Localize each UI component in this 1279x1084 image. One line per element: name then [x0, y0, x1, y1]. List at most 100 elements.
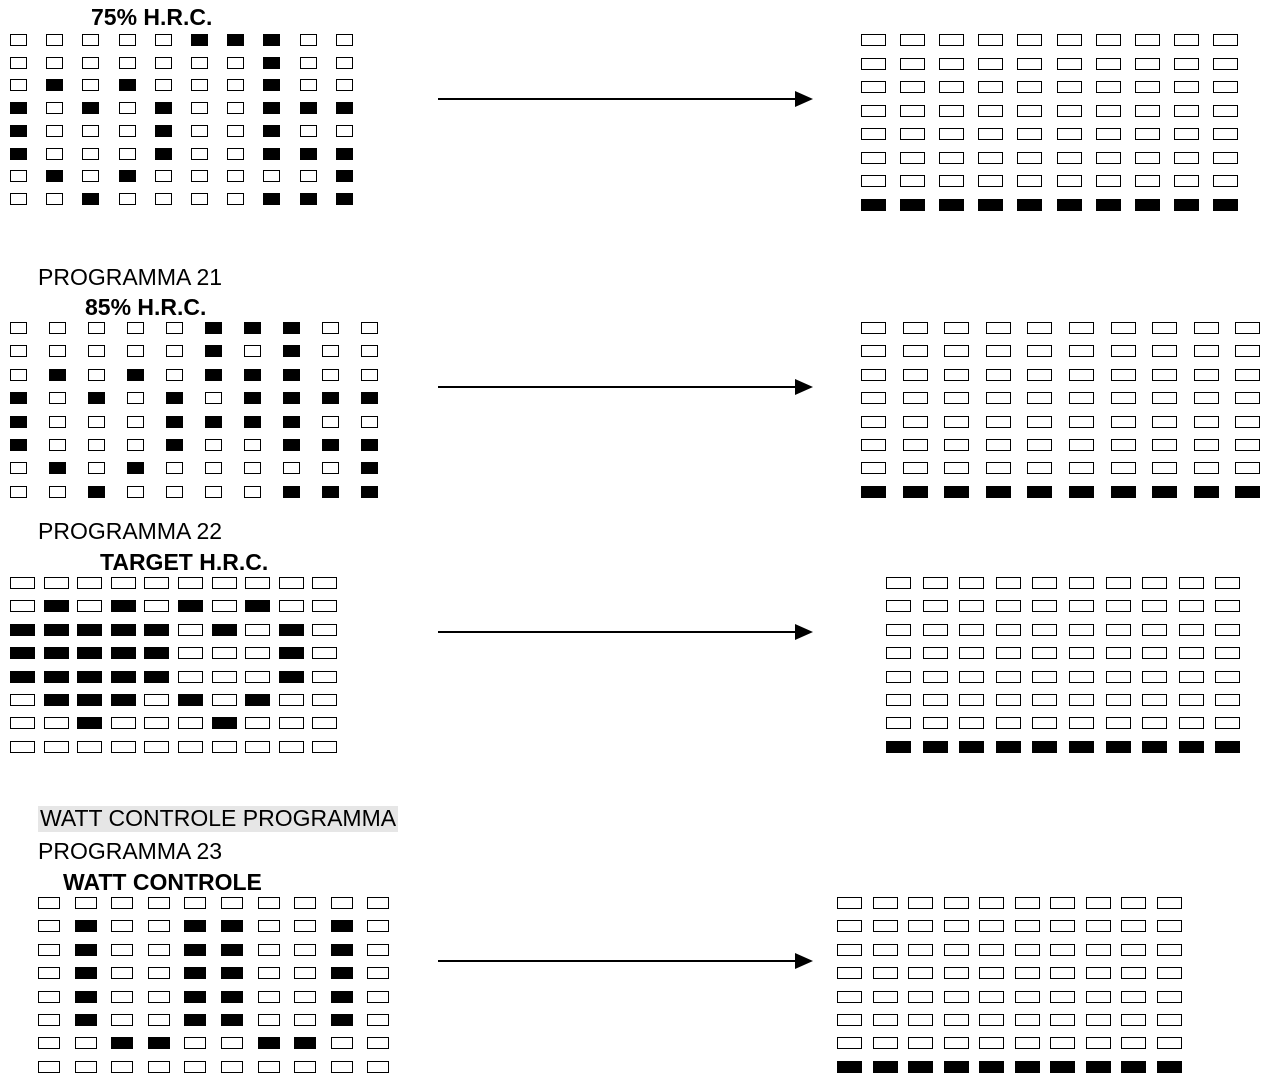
led-cell-off	[1142, 577, 1168, 589]
led-cell-off	[10, 322, 27, 334]
led-cell-off	[1085, 990, 1111, 1003]
led-cell-on	[77, 717, 103, 730]
section2-title: 85% H.R.C.	[85, 294, 207, 320]
led-cell-on	[221, 943, 243, 956]
led-cell-off	[872, 943, 898, 956]
led-cell-off	[118, 192, 136, 205]
led-cell-off	[985, 462, 1011, 475]
led-cell-off	[837, 990, 862, 1003]
led-cell-off	[1235, 322, 1261, 334]
led-cell-off	[886, 600, 911, 613]
led-cell-off	[995, 577, 1021, 589]
led-cell-off	[211, 600, 237, 613]
led-cell-on	[82, 192, 100, 205]
led-cell-off	[1056, 104, 1082, 117]
led-cell-off	[77, 600, 103, 613]
led-cell-off	[1056, 151, 1082, 164]
led-cell-on	[118, 170, 136, 183]
led-cell-off	[1193, 439, 1219, 451]
led-cell-off	[257, 990, 280, 1003]
led-cell-on	[263, 147, 281, 160]
led-cell-off	[1235, 462, 1261, 475]
led-cell-off	[944, 392, 970, 405]
led-cell-on	[283, 392, 300, 405]
led-cell-on	[46, 79, 64, 92]
led-cell-off	[294, 897, 317, 909]
led-cell-off	[1050, 1014, 1075, 1026]
led-cell-off	[1017, 81, 1043, 93]
led-cell-off	[1178, 694, 1204, 706]
led-cell-off	[227, 192, 245, 205]
led-cell-off	[118, 147, 136, 160]
led-cell-on	[10, 124, 27, 137]
led-cell-off	[82, 34, 100, 46]
led-cell-off	[1215, 647, 1241, 660]
led-cell-off	[46, 102, 64, 115]
led-cell-off	[1085, 920, 1111, 933]
led-cell-off	[837, 1014, 862, 1026]
led-cell-off	[46, 34, 64, 46]
led-cell-on	[995, 740, 1021, 753]
led-cell-on	[861, 485, 886, 498]
led-cell-off	[1069, 345, 1094, 358]
led-cell-off	[900, 104, 926, 117]
led-cell-on	[154, 124, 172, 137]
led-cell-off	[244, 485, 261, 498]
led-cell-off	[978, 175, 1004, 187]
led-cell-off	[1142, 670, 1168, 683]
led-cell-on	[166, 392, 183, 405]
led-cell-off	[111, 897, 134, 909]
led-cell-off	[1212, 57, 1238, 70]
led-cell-on	[74, 1014, 97, 1026]
led-cell-off	[1212, 151, 1238, 164]
led-cell-on	[283, 439, 300, 451]
led-cell-off	[978, 57, 1004, 70]
led-cell-on	[1212, 198, 1238, 211]
led-cell-off	[178, 717, 203, 730]
led-cell-off	[922, 694, 948, 706]
led-cell-off	[979, 990, 1004, 1003]
led-cell-off	[902, 345, 928, 358]
led-cell-off	[244, 345, 261, 358]
led-cell-off	[1134, 175, 1160, 187]
led-cell-off	[985, 392, 1011, 405]
led-cell-off	[837, 897, 862, 909]
led-cell-off	[166, 322, 183, 334]
section3-arrow	[438, 624, 813, 640]
led-cell-off	[1056, 81, 1082, 93]
led-cell-on	[191, 34, 208, 46]
led-cell-off	[1134, 128, 1160, 140]
led-cell-off	[245, 647, 271, 660]
led-cell-on	[283, 345, 300, 358]
led-cell-off	[943, 920, 969, 933]
led-cell-off	[1017, 128, 1043, 140]
led-cell-off	[322, 345, 339, 358]
led-cell-off	[43, 717, 69, 730]
led-cell-off	[127, 322, 144, 334]
led-cell-off	[1152, 345, 1178, 358]
led-cell-off	[110, 740, 136, 753]
led-cell-off	[245, 740, 271, 753]
led-cell-on	[1027, 485, 1053, 498]
led-cell-off	[939, 104, 965, 117]
led-cell-off	[330, 1037, 353, 1050]
led-cell-off	[322, 368, 339, 381]
led-cell-off	[111, 967, 134, 980]
led-cell-on	[985, 485, 1011, 498]
led-cell-on	[263, 79, 281, 92]
led-cell-off	[861, 81, 886, 93]
led-cell-on	[294, 1037, 317, 1050]
led-cell-off	[1014, 1037, 1040, 1050]
led-cell-off	[1212, 81, 1238, 93]
led-cell-off	[922, 717, 948, 730]
led-cell-off	[111, 1014, 134, 1026]
led-cell-off	[1069, 670, 1094, 683]
led-cell-off	[144, 717, 170, 730]
led-cell-on	[902, 485, 928, 498]
led-cell-off	[1193, 322, 1219, 334]
led-cell-on	[335, 170, 353, 183]
led-cell-off	[74, 897, 97, 909]
led-cell-off	[184, 1060, 207, 1073]
led-cell-off	[872, 1037, 898, 1050]
led-cell-off	[1152, 322, 1178, 334]
